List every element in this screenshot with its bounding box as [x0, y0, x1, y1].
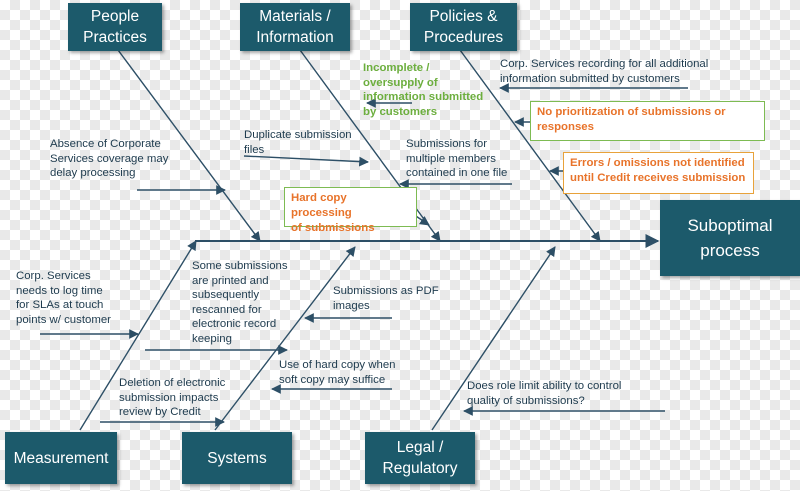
category-measurement: Measurement	[5, 432, 117, 484]
cause-measurement-1: Corp. Services needs to log time for SLA…	[16, 270, 111, 326]
cause-measurement-2: Deletion of electronic submission impact…	[119, 377, 226, 419]
cause-policies-3: Errors / omissions not identified until …	[563, 152, 754, 194]
cause-policies-1: Corp. Services recording for all additio…	[500, 58, 709, 85]
category-systems: Systems	[182, 432, 292, 484]
cause-materials-4: Hard copy processing of submissions	[284, 187, 417, 234]
cause-materials-1: Incomplete / oversupply of information s…	[363, 62, 484, 118]
bone-systems	[214, 246, 356, 431]
cause-policies-2: No prioritization of submissions or resp…	[530, 101, 765, 141]
arrow-materials-2	[243, 155, 369, 167]
cause-materials-2: Duplicate submission files	[244, 129, 352, 156]
head-box-suboptimal-process: Suboptimal process	[660, 200, 800, 276]
cause-legal-1: Does role limit ability to control quali…	[467, 380, 622, 407]
bone-people	[117, 49, 261, 242]
category-policies-procedures: Policies & Procedures	[410, 3, 517, 51]
cause-materials-3: Submissions for multiple members contain…	[406, 138, 508, 180]
cause-systems-2: Submissions as PDF images	[333, 285, 439, 312]
bone-policies	[459, 49, 601, 242]
bone-legal	[431, 246, 556, 431]
category-legal-regulatory: Legal / Regulatory	[365, 432, 475, 484]
category-people-practices: People Practices	[68, 3, 162, 51]
cause-people-1: Absence of Corporate Services coverage m…	[50, 138, 169, 180]
cause-systems-3: Use of hard copy when soft copy may suff…	[279, 359, 396, 386]
cause-systems-1: Some submissions are printed and subsequ…	[192, 260, 288, 345]
category-materials-information: Materials / Information	[240, 3, 350, 51]
